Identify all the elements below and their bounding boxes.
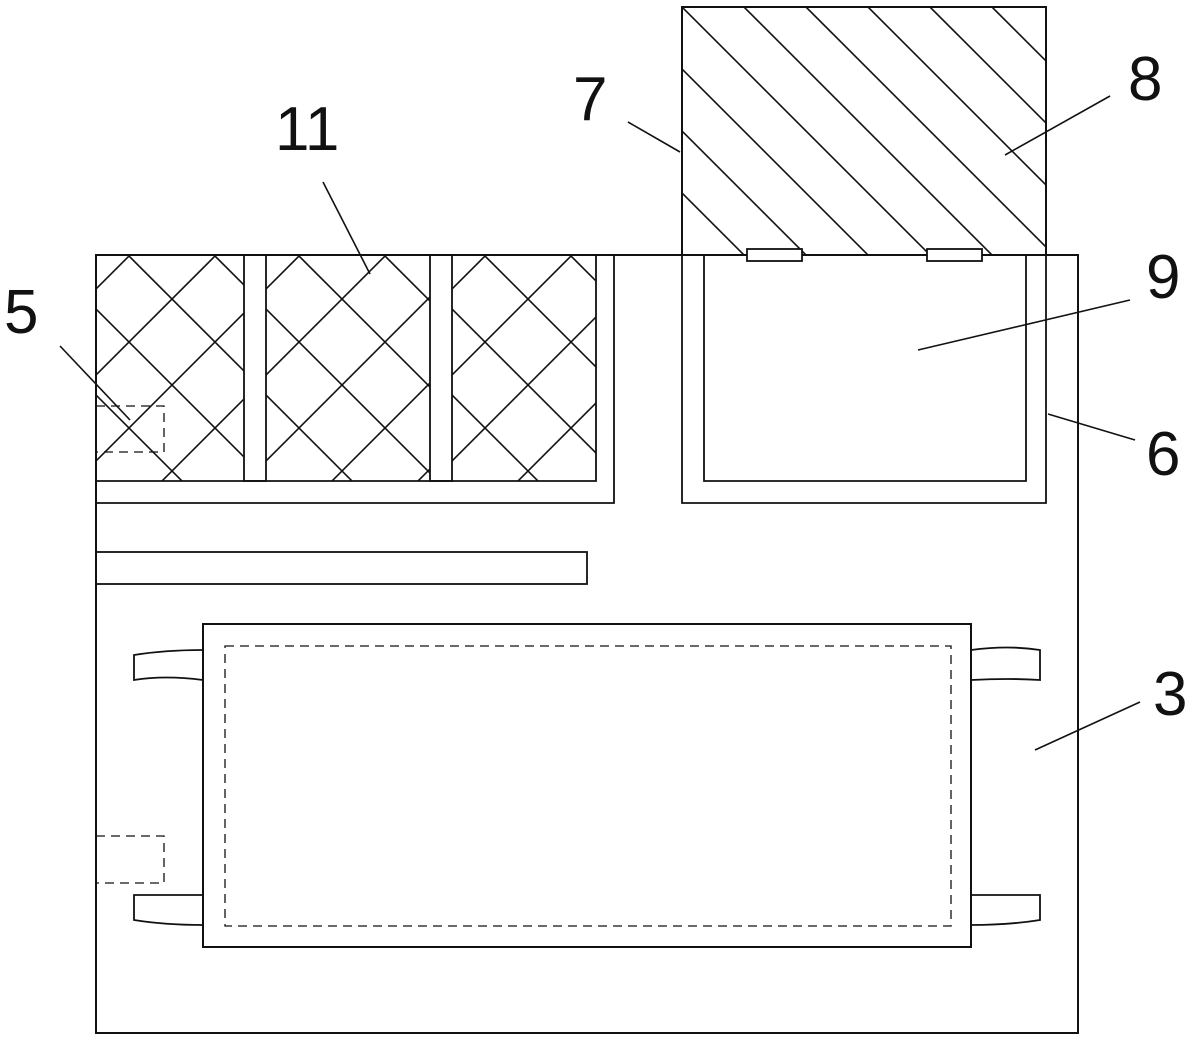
mesh-line (657, 256, 1026, 625)
leader-9 (917, 299, 1131, 351)
mesh-line (266, 256, 386, 377)
mesh-line (128, 256, 244, 373)
lid-hatch-line (991, 7, 1046, 63)
mesh-line (266, 256, 300, 291)
mesh-line (160, 397, 244, 481)
mesh-line (516, 401, 596, 481)
mesh-line (330, 381, 430, 481)
mesh-line (96, 307, 244, 459)
lid-hatch-line (682, 7, 932, 255)
mesh-line (416, 467, 430, 481)
mesh-line (301, 256, 674, 629)
lid-hatch-line (929, 7, 1046, 125)
mesh-grid-1 (96, 256, 674, 629)
main-housing (95, 254, 1079, 1034)
leader-11 (322, 181, 371, 275)
handle-top-left (133, 649, 204, 682)
lid-hatch-line (867, 7, 1046, 187)
central-tray-dashed-inner (224, 645, 952, 927)
mesh-line (266, 295, 430, 463)
mesh-line (266, 393, 354, 481)
mesh-line (384, 256, 430, 303)
right-compartment-inner (703, 255, 1027, 482)
mesh-line (452, 393, 540, 481)
label-5: 5 (4, 278, 38, 347)
mesh-line (298, 256, 430, 389)
label-3: 3 (1153, 660, 1187, 729)
mesh-line (643, 256, 1032, 645)
mesh-line (557, 256, 946, 645)
hinge-left (746, 248, 803, 262)
leader-8 (1004, 95, 1111, 156)
lid-hatch-line (805, 7, 1046, 249)
mesh-line (743, 256, 1112, 625)
lid-hatch-line (682, 253, 684, 255)
lid-hatch-line (743, 7, 994, 255)
central-tray (202, 623, 972, 948)
label-6: 6 (1146, 420, 1180, 489)
mesh-line (266, 479, 268, 481)
left-compartment-inner (96, 255, 597, 482)
dashed-sensor-upper (95, 405, 165, 453)
hinge-right (926, 248, 983, 262)
leader-7 (627, 121, 681, 153)
label-11: 11 (275, 95, 339, 164)
mesh-line (30, 256, 399, 625)
handle-bottom-right (970, 894, 1041, 926)
mesh-line (452, 315, 596, 463)
mesh-line (452, 307, 596, 455)
lid-hatch-line (682, 67, 870, 255)
leader-6 (1047, 413, 1136, 441)
label-7: 7 (573, 65, 607, 134)
leader-3 (1034, 701, 1141, 751)
lid-hatching (682, 7, 1199, 619)
label-8: 8 (1128, 45, 1162, 114)
mesh-line (452, 256, 572, 377)
mesh-grid-2 (266, 256, 1032, 645)
handle-top-right (970, 646, 1041, 681)
mesh-line (570, 256, 596, 283)
right-compartment-outline (681, 255, 1047, 504)
mesh-line (266, 307, 430, 475)
label-9: 9 (1146, 243, 1180, 312)
leader-5 (59, 345, 131, 421)
mesh-line (96, 256, 216, 377)
dashed-sensor-lower (95, 835, 165, 884)
mesh-line (471, 256, 860, 645)
divider-bar-2 (429, 254, 453, 482)
mesh-line (214, 256, 244, 287)
mesh-grid-3 (30, 256, 1112, 625)
divider-bar-1 (243, 254, 267, 482)
horizontal-slot (95, 551, 588, 585)
lid-hatch-line (1178, 7, 1199, 619)
mesh-line (484, 256, 596, 369)
left-compartment-outline (96, 255, 615, 504)
handle-bottom-left (133, 894, 204, 926)
mesh-line (96, 311, 244, 463)
mesh-line (96, 393, 184, 481)
